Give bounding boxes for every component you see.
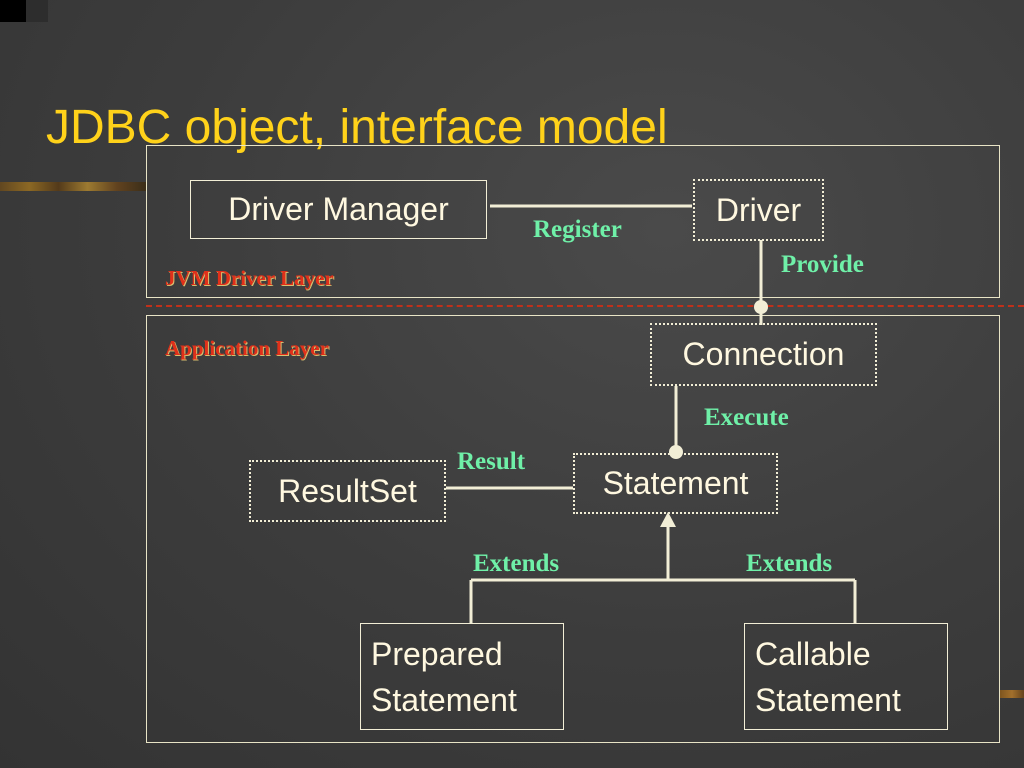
execute-label: Execute — [704, 404, 789, 431]
provide-label: Provide — [781, 251, 864, 278]
decorative-stripe-right — [1000, 690, 1024, 698]
prepared-statement-node: Prepared Statement — [360, 623, 564, 730]
decorative-stripe-left — [0, 182, 146, 191]
driver-node: Driver — [693, 179, 824, 241]
register-label: Register — [533, 216, 622, 243]
corner-mark-shade — [26, 0, 48, 22]
inheritance-arrowhead — [660, 512, 676, 527]
application-layer-label: Application Layer — [165, 336, 329, 360]
callable-statement-node: Callable Statement — [744, 623, 948, 730]
prepared-statement-line1: Prepared — [371, 635, 503, 672]
extends-left-label: Extends — [473, 550, 560, 577]
connection-node: Connection — [650, 323, 877, 386]
provide-connector-dot — [754, 300, 768, 314]
callable-statement-line1: Callable — [755, 635, 871, 672]
resultset-node: ResultSet — [249, 460, 446, 522]
jvm-driver-layer-label: JVM Driver Layer — [165, 266, 334, 290]
prepared-statement-line2: Statement — [371, 681, 517, 718]
layer-separator — [146, 305, 1024, 307]
result-label: Result — [457, 448, 526, 475]
driver-manager-node: Driver Manager — [190, 180, 487, 239]
jvm-driver-layer-box — [146, 145, 1000, 298]
statement-node: Statement — [573, 453, 778, 514]
extends-right-label: Extends — [746, 550, 833, 577]
callable-statement-line2: Statement — [755, 681, 901, 718]
application-layer-box — [146, 315, 1000, 743]
execute-connector-dot — [669, 445, 683, 459]
corner-mark — [0, 0, 26, 22]
